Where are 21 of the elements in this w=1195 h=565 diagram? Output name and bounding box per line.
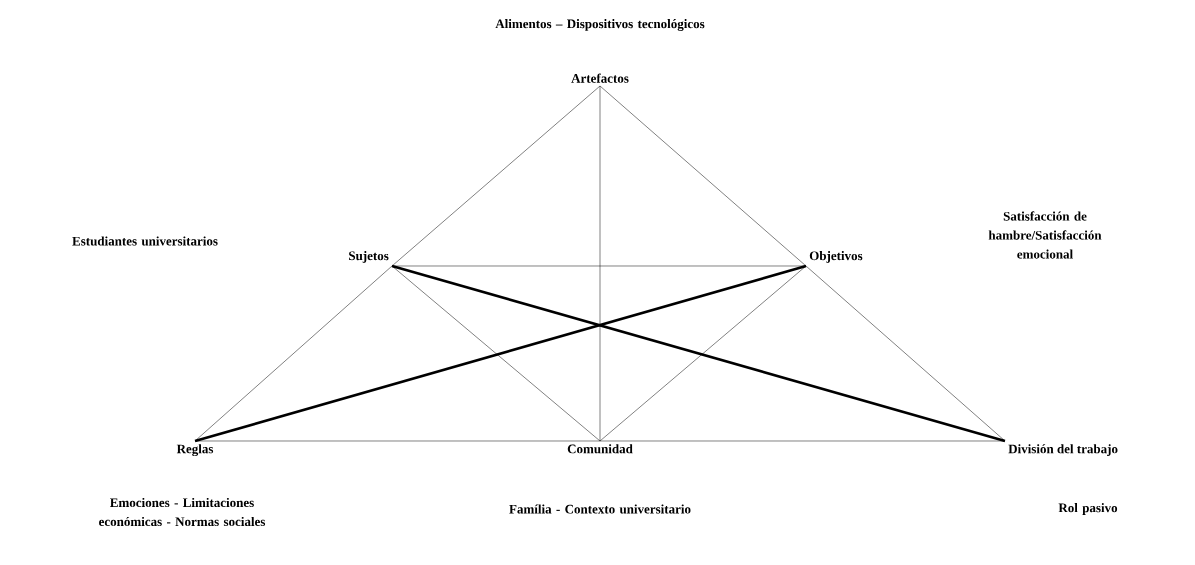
annotation-text: Estudiantes universitarios xyxy=(72,236,218,246)
triangle-line xyxy=(805,265,1006,442)
vertex-label: Sujetos xyxy=(349,251,389,263)
triangle-line xyxy=(599,85,807,267)
triangle-line xyxy=(391,264,1006,443)
annotation-text: Satisfacción de hambre/Satisfacción emocional xyxy=(988,211,1102,259)
vertex-label: División del trabajo xyxy=(1008,444,1118,456)
triangle-line xyxy=(194,265,393,442)
annotation-text: Família - Contexto universitario xyxy=(509,504,691,514)
annotation-text: Rol pasivo xyxy=(1058,503,1118,515)
annotation-text: Emociones - Limitaciones económicas - Normas sociales xyxy=(99,497,266,527)
triangle-line xyxy=(194,264,807,443)
vertex-label: Reglas xyxy=(176,444,214,457)
triangle-line xyxy=(391,85,601,267)
triangle-line xyxy=(599,265,807,442)
vertex-label: Comunidad xyxy=(567,444,633,454)
triangle-line xyxy=(391,265,601,442)
triangle-line xyxy=(599,85,601,442)
vertex-label: Artefactos xyxy=(571,73,629,83)
annotation-text: Alimentos – Dispositivos tecnológicos xyxy=(495,19,705,31)
vertex-label: Objetivos xyxy=(809,251,863,263)
